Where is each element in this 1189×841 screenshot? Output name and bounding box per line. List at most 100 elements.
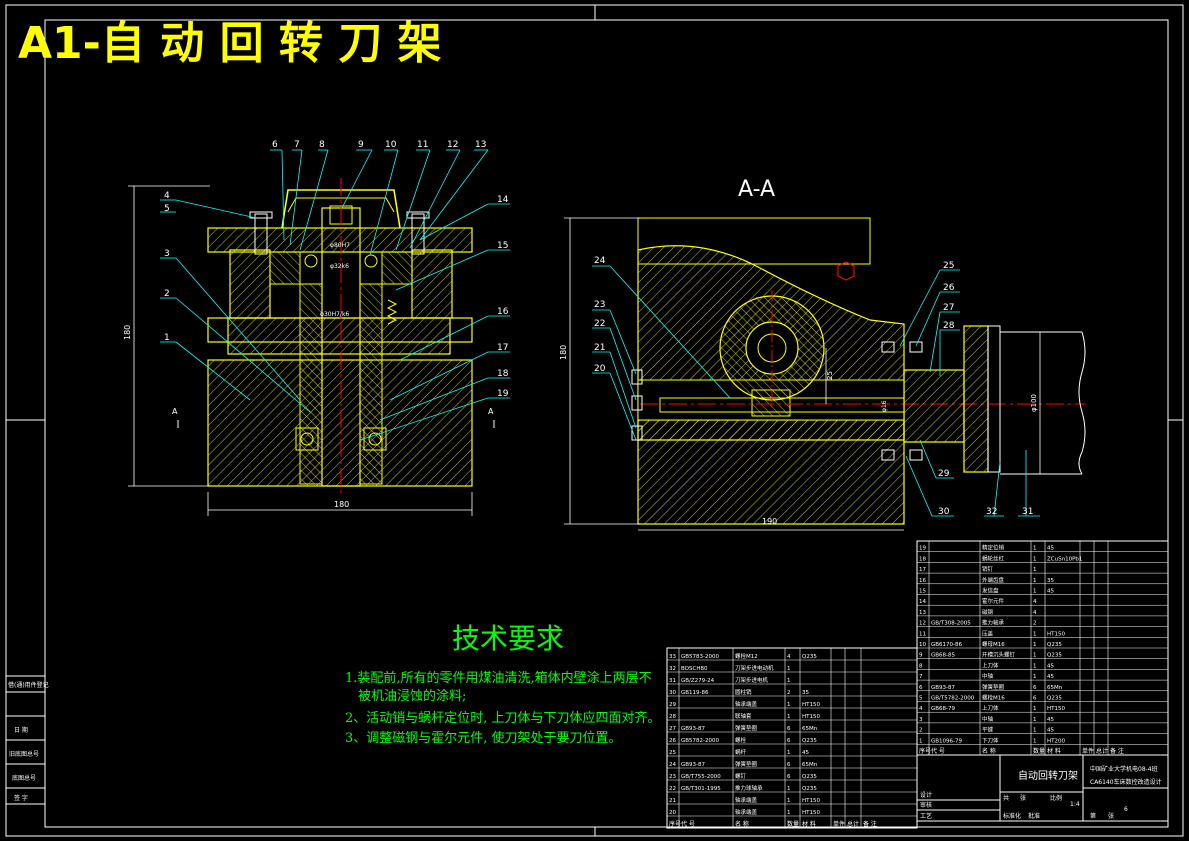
bom-cell: 推力轴承 (982, 619, 1005, 627)
fit-label-2: φ32k6 (330, 263, 349, 270)
balloon-8: 8 (319, 140, 325, 150)
drawing-title: A1-自 动 回 转 刀 架 (18, 18, 442, 69)
bom-cell: 14 (919, 599, 926, 605)
bom-cell: 4 (1033, 610, 1037, 616)
bom-cell: 弹簧垫圈 (982, 683, 1005, 691)
side-tab-5: 日 期 (14, 726, 28, 734)
bom-cell: 2 (1033, 621, 1037, 627)
bom-cell: HT150 (802, 798, 820, 804)
bom-cell: 螺栓 (735, 736, 747, 744)
right-dim-width: 190 (762, 517, 777, 526)
balloon-13: 13 (475, 140, 486, 150)
bom-cell: 下刀体 (982, 736, 999, 744)
inner-frame (44, 19, 1169, 828)
left-section-view: φ80H7 φ32k6 φ30H7/k6 180 180 A A (123, 178, 495, 516)
bom-cell: 31 (669, 678, 676, 684)
school-name: 中国矿业大学机电08-4班 (1090, 765, 1158, 773)
bom-cell: 16 (919, 578, 926, 584)
bom-cell: 螺栓M16 (982, 694, 1005, 702)
bom-cell: 17 (919, 567, 926, 573)
bom-cell: 1 (1033, 663, 1037, 669)
bom-cell: 联轴套 (735, 712, 752, 720)
bom-cell: 螺母M16 (982, 640, 1005, 648)
bom-cell: 25 (669, 750, 676, 756)
left-leaders (160, 149, 510, 441)
bom-cell: 29 (669, 702, 676, 708)
bom-header-cell: 代 号 (931, 747, 945, 755)
bom-cell: 1 (787, 750, 791, 756)
bom-cell: 1 (787, 786, 791, 792)
bom-cell: 10 (919, 642, 926, 648)
scale-value: 1:4 (1070, 801, 1080, 808)
side-tab-2: 旧底图总号 (9, 750, 39, 758)
right-balloons: 24 23 22 21 20 25 26 27 28 29 30 32 31 (594, 256, 1033, 517)
bom-cell: Q235 (802, 786, 817, 792)
bom-cell: 销钉 (982, 565, 994, 573)
bom-cell: 22 (669, 786, 676, 792)
bom-cell: 15 (919, 589, 926, 595)
balloon-10: 10 (385, 140, 397, 150)
bom-cell: 刀架步进电机 (735, 676, 769, 684)
bom-cell: 螺栓M12 (735, 652, 758, 660)
bom-cell: HT150 (1047, 631, 1065, 637)
bom-cell: GB6170-86 (931, 642, 963, 648)
balloon-29: 29 (938, 469, 950, 479)
drawing-name: 自动回转刀架 (1018, 769, 1078, 782)
bom-cell: BOSCH80 (681, 666, 708, 672)
bom-cell: 霍尔元件 (982, 597, 1005, 605)
fit-label-1: φ80H7 (330, 242, 350, 249)
bom-header-cell: 备 注 (863, 820, 877, 828)
bom-cell: 中轴 (982, 672, 994, 680)
bom-cell: 磁钢 (982, 608, 994, 616)
bom-cell: 蜗杆 (735, 748, 747, 756)
bom-cell: GB/T301-1995 (681, 786, 721, 792)
bom-cell: 35 (802, 690, 809, 696)
bom-cell: 上刀体 (982, 704, 999, 712)
tech-requirements-title: 技术要求 (452, 622, 564, 655)
bom-cell: 6 (919, 685, 923, 691)
bom-cell: 6 (787, 738, 791, 744)
tb-label-no: 第 (1090, 812, 1096, 820)
balloon-17: 17 (497, 343, 508, 353)
middle-block (227, 317, 451, 355)
balloon-7: 7 (294, 140, 300, 150)
tech-line-2: 被机油浸蚀的涂料; (358, 688, 466, 704)
section-view-label: A-A (738, 177, 775, 202)
balloon-31: 31 (1022, 507, 1033, 517)
bom-cell: 7 (919, 674, 923, 680)
bom-cell: 弹簧垫圈 (735, 760, 758, 768)
bom-cell: 圆柱销 (735, 688, 752, 696)
balloon-16: 16 (497, 307, 509, 317)
bom-header-cell: 备 注 (1110, 747, 1124, 755)
bom-cell: 1 (787, 666, 791, 672)
bom-header-cell: 名 称 (735, 820, 749, 828)
bom-cell: 刀架步进电动机 (735, 664, 774, 672)
bom-cell: GB5782-2000 (681, 738, 720, 744)
bom-cell: 30 (669, 690, 676, 696)
title-block: 自动回转刀架 中国矿业大学机电08-4班 CA6140车床数控改造设计 6 1:… (916, 754, 1169, 822)
balloon-25: 25 (943, 261, 954, 271)
right-section-view: 180 190 25 φ100 φ16 (559, 217, 1086, 531)
bom-cell: 1 (1033, 567, 1037, 573)
bom-cell: 1 (787, 810, 791, 816)
bom-cell: 1 (1033, 674, 1037, 680)
section-marker-left: A (172, 407, 178, 416)
balloon-9: 9 (358, 140, 364, 150)
bom-cell: GB/T308-2005 (931, 621, 971, 627)
tb-label-standard: 标准化 (1003, 812, 1021, 820)
bom-cell: 45 (1047, 717, 1054, 723)
balloon-4: 4 (164, 191, 170, 201)
bom-cell: 弹簧垫圈 (735, 724, 758, 732)
right-dim-center: 25 (826, 371, 834, 380)
bom-cell: 4 (919, 706, 923, 712)
balloon-32: 32 (986, 507, 997, 517)
bom-cell: 19 (919, 546, 926, 552)
bom-cell: 45 (802, 750, 809, 756)
sheet-number: 6 (1124, 806, 1128, 813)
balloon-19: 19 (497, 389, 509, 399)
bom-cell: HT150 (802, 810, 820, 816)
tb-label-sheet: 张 (1108, 812, 1114, 820)
tb-label-process: 工艺 (920, 812, 932, 820)
balloon-3: 3 (164, 249, 170, 259)
balloon-26: 26 (943, 283, 955, 293)
